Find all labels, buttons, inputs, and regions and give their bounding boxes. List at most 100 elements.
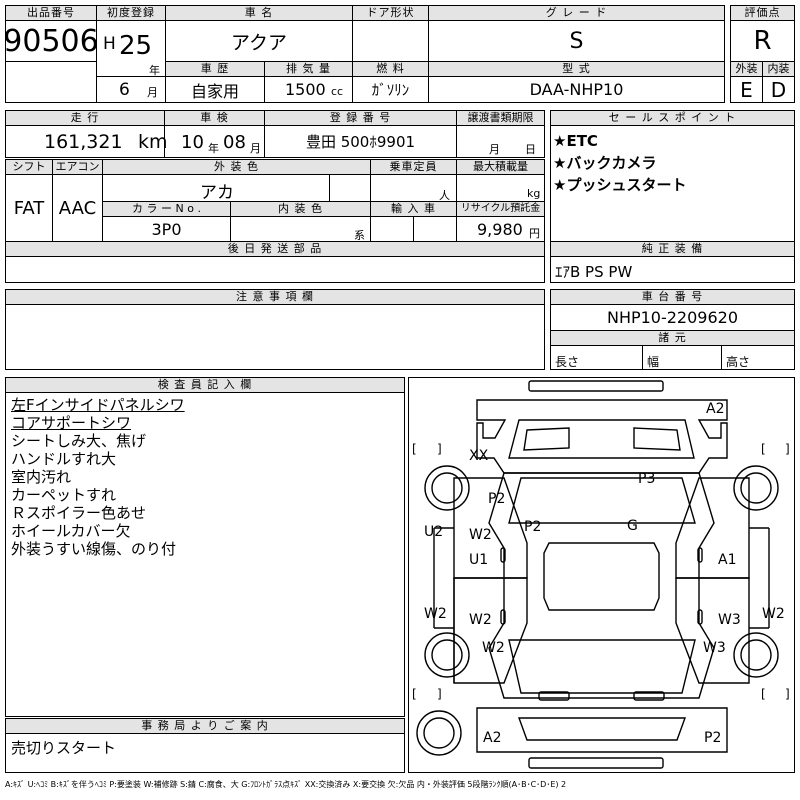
import-box	[370, 216, 457, 242]
exterior-value: E	[730, 76, 763, 103]
car-outline-diagram: [] [] [] []	[412, 380, 790, 769]
dims-width-box: 幅	[642, 345, 722, 370]
inspection-year-unit: 年	[208, 142, 219, 155]
mark-p3: P3	[638, 471, 656, 487]
chassis-value: NHP10-2209620	[550, 304, 795, 331]
year-value: 25	[119, 31, 153, 61]
month-value: 6	[119, 80, 130, 100]
mileage-label: 走 行	[5, 110, 165, 126]
displacement-unit: cc	[331, 85, 344, 98]
history-label: 車 歴	[165, 61, 265, 77]
ac-value: AAC	[52, 174, 103, 242]
svg-text:]: ]	[437, 442, 442, 456]
selling-points-label: セ ー ル ス ポ イ ン ト	[550, 110, 795, 126]
mileage-value: 161,321	[44, 131, 123, 153]
transfer-day-unit: 日	[525, 143, 536, 156]
accessories-value	[5, 256, 545, 283]
svg-text:[: [	[761, 687, 766, 701]
notes-label: 注 意 事 項 欄	[5, 289, 545, 305]
mark-w2-right: W2	[762, 606, 785, 622]
model-value: DAA-NHP10	[428, 76, 725, 103]
dims-length-label: 長さ	[555, 355, 580, 369]
mark-a2-bottom: A2	[483, 730, 502, 746]
capacity-box: 人	[370, 174, 457, 202]
lot-number-label: 出品番号	[5, 5, 97, 21]
equipment-label: 純 正 装 備	[550, 241, 795, 257]
displacement-label: 排 気 量	[264, 61, 353, 77]
damage-diagram: [] [] [] [] A2 XX P3 P2 P2 G U2 W2 U1 A1…	[408, 377, 795, 773]
mark-xx: XX	[469, 448, 489, 464]
selling-point-0: ★ETC	[553, 132, 598, 150]
equipment-value: ｴｱB PS PW	[550, 256, 795, 283]
era-value: H	[103, 34, 116, 54]
history-value: 自家用	[165, 76, 265, 103]
mark-p2-bottom: P2	[704, 730, 722, 746]
interior-label: 内装	[762, 61, 795, 77]
ext-color-label: 外 装 色	[102, 159, 371, 175]
transfer-label: 譲渡書類期限	[456, 110, 545, 126]
dims-label: 諸 元	[550, 330, 795, 346]
mark-g: G	[627, 518, 638, 534]
color-no-label: カ ラ ー N o .	[102, 201, 231, 217]
svg-text:[: [	[412, 687, 417, 701]
remark-line-0: 左Fインサイドパネルシワ	[11, 396, 185, 414]
remark-line-3: ハンドルすれ大	[11, 450, 117, 468]
door-label: ドア形状	[352, 5, 429, 21]
legend-text: A:ｷｽﾞ U:ﾍｺﾐ B:ｷｽﾞを伴うﾍｺﾐ P:要塗装 W:補修跡 S:錆 …	[5, 780, 567, 789]
import-divider	[413, 217, 414, 241]
capacity-unit: 人	[439, 189, 450, 202]
svg-text:]: ]	[785, 442, 790, 456]
mark-w3-a: W3	[718, 612, 741, 628]
dims-length-box: 長さ	[550, 345, 643, 370]
score-label: 評価点	[730, 5, 795, 21]
fuel-label: 燃 料	[352, 61, 429, 77]
recycle-box: 9,980 円	[456, 216, 545, 242]
mark-a1: A1	[718, 552, 737, 568]
lot-number-value: 90506	[5, 20, 97, 62]
mileage-unit: km	[138, 131, 168, 153]
first-reg-label: 初度登録	[96, 5, 166, 21]
recycle-label: リサイクル預託金	[456, 201, 545, 217]
displacement-box: 1500 cc	[264, 76, 353, 103]
reg-no-label: 登 録 番 号	[264, 110, 457, 126]
year-unit: 年	[149, 64, 160, 77]
mark-w2-a: W2	[469, 527, 492, 543]
recycle-unit: 円	[529, 227, 540, 240]
ext-color-value: アカ	[200, 183, 234, 203]
inspection-label: 車 検	[164, 110, 265, 126]
shift-value: FAT	[5, 174, 53, 242]
fuel-value: ｶﾞｿﾘﾝ	[352, 76, 429, 103]
recycle-value: 9,980	[477, 220, 523, 239]
capacity-label: 乗車定員	[370, 159, 457, 175]
displacement-value: 1500	[285, 80, 326, 99]
reg-no-value: 豊田 500ﾎ9901	[264, 125, 457, 158]
dims-height-label: 高さ	[726, 355, 751, 369]
mark-a2-top: A2	[706, 401, 725, 417]
lot-number-blank	[5, 61, 97, 103]
inspector-remarks: 左Fインサイドパネルシワ コアサポートシワ シートしみ大、焦げ ハンドルすれ大 …	[5, 392, 405, 717]
mark-p2-left: P2	[488, 491, 506, 507]
first-reg-year-box: H 25 年	[96, 20, 166, 77]
inspection-box: 10 年 08 月	[164, 125, 265, 158]
accessories-label: 後 日 発 送 部 品	[5, 241, 545, 257]
office-label: 事 務 局 よ り ご 案 内	[5, 718, 405, 734]
int-color-box: 系	[230, 216, 371, 242]
remark-line-8: 外装うすい線傷、のり付	[11, 540, 177, 558]
transfer-month-unit: 月	[489, 143, 500, 156]
ext-color-box: アカ	[102, 174, 371, 203]
mark-w2-c: W2	[469, 612, 492, 628]
remark-line-1: コアサポートシワ	[11, 414, 132, 432]
int-color-unit: 系	[354, 229, 365, 242]
car-name-value: アクア	[165, 20, 353, 62]
chassis-label: 車 台 番 号	[550, 289, 795, 305]
mark-w2-d: W2	[482, 640, 505, 656]
selling-points-box: ★ETC ★バックカメラ ★プッシュスタート	[550, 125, 795, 242]
load-box: kg	[456, 174, 545, 202]
ac-label: エアコン	[52, 159, 103, 175]
dims-width-label: 幅	[647, 355, 660, 369]
remark-line-6: Ｒスポイラー色あせ	[11, 504, 147, 522]
ext-color-divider	[329, 175, 330, 201]
mileage-box: 161,321 km	[5, 125, 168, 158]
import-label: 輸 入 車	[370, 201, 457, 217]
car-name-label: 車 名	[165, 5, 353, 21]
